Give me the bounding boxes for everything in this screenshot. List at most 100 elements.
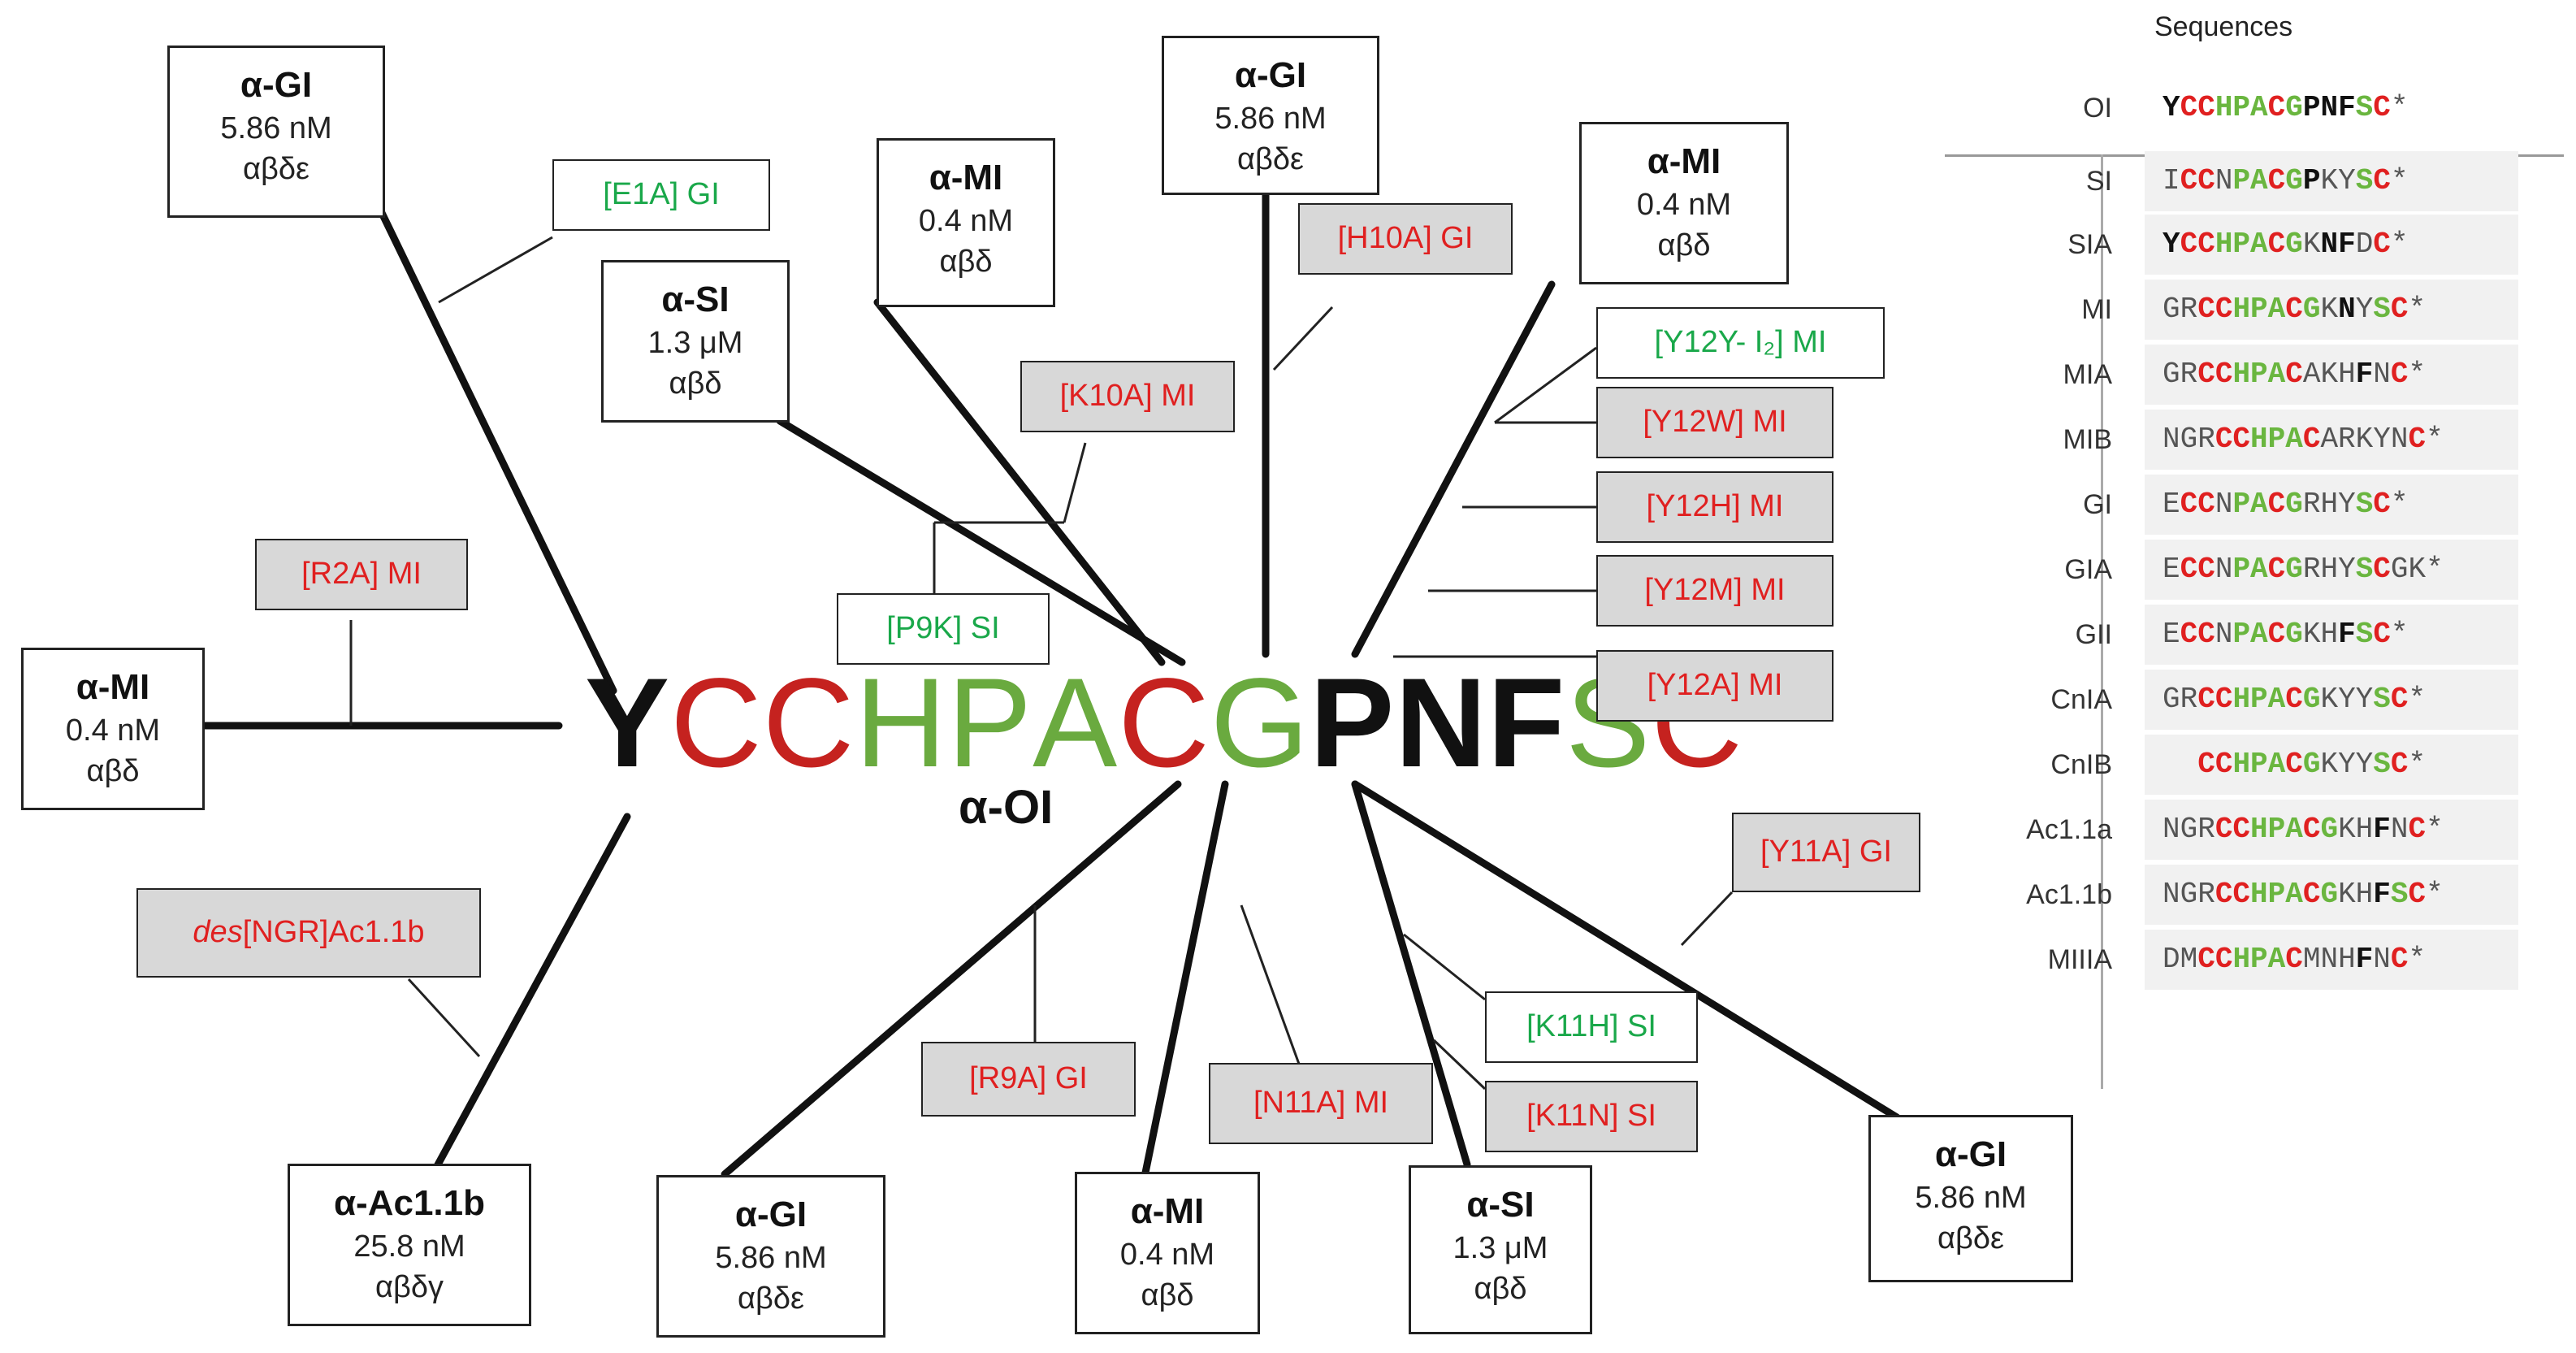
sequence-text: NGRCCHPACGKHFNC* bbox=[2145, 800, 2518, 860]
sequence-row: CnIB CCHPACGKYYSC* bbox=[1933, 735, 2551, 795]
node-name: α-MI bbox=[1647, 141, 1721, 181]
sequence-name: MIA bbox=[2063, 359, 2112, 390]
sequence-segment: N bbox=[2214, 488, 2233, 521]
spoke-ac11b bbox=[433, 813, 631, 1170]
sequence-segment: * bbox=[2426, 813, 2444, 846]
node-subunits: αβδ bbox=[1141, 1278, 1194, 1312]
mutant-k10a-mi: [K10A] MI bbox=[1020, 361, 1235, 432]
sequence-segment: Y bbox=[2163, 228, 2180, 261]
leader-y11a-gi bbox=[1680, 891, 1734, 947]
node-name: α-GI bbox=[734, 1195, 807, 1234]
leader-des-ngr bbox=[407, 978, 481, 1058]
sequence-segment: D bbox=[2355, 228, 2374, 261]
sequence-segment: G bbox=[2285, 164, 2303, 197]
spoke-si-top bbox=[776, 417, 1186, 666]
sequence-segment: E bbox=[2163, 553, 2180, 586]
residue: F bbox=[1487, 653, 1566, 794]
sequence-segment: CC bbox=[2180, 164, 2215, 197]
sequence-segment: C bbox=[2302, 813, 2321, 846]
sequence-segment: CC bbox=[2214, 423, 2251, 456]
leader-k10a-mi bbox=[1063, 442, 1087, 523]
sequence-text: NGRCCHPACARKYNC* bbox=[2145, 410, 2518, 470]
sequence-segment: KYY bbox=[2320, 683, 2374, 716]
sequence-text: YCCHPACGPNFSC* bbox=[2145, 78, 2518, 138]
sequence-name: MIB bbox=[2063, 424, 2112, 455]
sequence-segment: RHY bbox=[2302, 488, 2356, 521]
mutant-k11h-si: [K11H] SI bbox=[1485, 991, 1698, 1063]
sequence-segment: C bbox=[2267, 228, 2286, 261]
residue: C bbox=[762, 653, 855, 794]
sequence-segment: PA bbox=[2232, 488, 2268, 521]
sequence-segment: HPA bbox=[2232, 293, 2286, 326]
node-gi-bottom-right: α-GI 5.86 nM αβδε bbox=[1868, 1115, 2073, 1282]
sequence-segment: G bbox=[2302, 748, 2321, 781]
sequence-segment: GK* bbox=[2390, 553, 2444, 586]
sequence-segment: * bbox=[2408, 748, 2427, 781]
sequence-text: NGRCCHPACGKHFSC* bbox=[2145, 865, 2518, 925]
node-gi-top-left: α-GI 5.86 nM αβδε bbox=[167, 46, 385, 218]
sequence-segment: C bbox=[2267, 553, 2286, 586]
mutant-y12h-mi: [Y12H] MI bbox=[1596, 471, 1834, 543]
sequence-segment: * bbox=[2408, 943, 2427, 976]
sequence-segment: * bbox=[2408, 683, 2427, 716]
sequence-name: CnIB bbox=[2050, 749, 2112, 780]
sequence-segment: * bbox=[2390, 228, 2409, 261]
sequence-segment: * bbox=[2390, 488, 2409, 521]
mutant-y11a-gi: [Y11A] GI bbox=[1732, 813, 1920, 892]
sequence-text: YCCHPACGKNFDC* bbox=[2145, 215, 2518, 275]
sequence-text: CCHPACGKYYSC* bbox=[2145, 735, 2518, 795]
sequence-segment: G bbox=[2285, 553, 2303, 586]
sequence-name: Ac1.1b bbox=[2026, 879, 2112, 910]
mutant-p9k-si: [P9K] SI bbox=[837, 593, 1050, 665]
sequence-text: ECCNPACGKHFSC* bbox=[2145, 605, 2518, 665]
residue: C bbox=[1118, 653, 1210, 794]
sequence-segment: N bbox=[2373, 358, 2391, 391]
sequence-segment: S bbox=[2355, 488, 2374, 521]
node-mi-top-right: α-MI 0.4 nM αβδ bbox=[1579, 122, 1789, 284]
sequence-segment: CC bbox=[2197, 358, 2233, 391]
residue: H bbox=[855, 653, 948, 794]
sequence-segment: C bbox=[2285, 358, 2303, 391]
sequence-segment: HPA bbox=[2250, 878, 2303, 911]
sequence-segment: N bbox=[2214, 164, 2233, 197]
sequence-segment: PA bbox=[2232, 618, 2268, 651]
node-name: α-Ac1.1b bbox=[334, 1183, 485, 1223]
sequence-segment: N bbox=[2338, 293, 2356, 326]
sequence-name: CnIA bbox=[2050, 684, 2112, 715]
sequence-segment: C bbox=[2390, 293, 2409, 326]
node-name: α-GI bbox=[1234, 55, 1307, 95]
sequence-segment: C bbox=[2285, 943, 2303, 976]
sequence-segment: C bbox=[2390, 943, 2409, 976]
sequence-segment: G bbox=[2302, 293, 2321, 326]
sequences-title: Sequences bbox=[2154, 11, 2293, 42]
node-mi-left: α-MI 0.4 nM αβδ bbox=[21, 648, 205, 810]
sequence-segment: C bbox=[2267, 618, 2286, 651]
node-name: α-MI bbox=[1130, 1191, 1205, 1231]
sequence-segment: C bbox=[2267, 488, 2286, 521]
sequence-segment: GR bbox=[2163, 293, 2198, 326]
sequence-segment: C bbox=[2267, 164, 2286, 197]
sequence-segment: F bbox=[2355, 943, 2374, 976]
sequence-segment: CC bbox=[2214, 878, 2251, 911]
sequence-segment: I bbox=[2163, 164, 2180, 197]
mutant-h10a-gi: [H10A] GI bbox=[1298, 203, 1513, 275]
mutant-r2a-mi: [R2A] MI bbox=[255, 539, 468, 610]
sequence-name: SIA bbox=[2067, 229, 2112, 260]
sequence-segment: C bbox=[2302, 423, 2321, 456]
sequence-segment: CC bbox=[2197, 748, 2233, 781]
sequence-segment: HPA bbox=[2232, 358, 2286, 391]
node-affinity: 0.4 nM bbox=[1119, 1238, 1215, 1272]
sequence-segment: C bbox=[2408, 423, 2427, 456]
sequence-name: OI bbox=[2083, 93, 2112, 124]
sequence-segment: NF bbox=[2320, 228, 2356, 261]
sequence-segment: CC bbox=[2180, 618, 2215, 651]
mutant-k11n-si: [K11N] SI bbox=[1485, 1081, 1698, 1152]
sequence-segment: G bbox=[2285, 488, 2303, 521]
sequence-segment: CC bbox=[2180, 91, 2215, 124]
sequence-segment: CC bbox=[2180, 228, 2215, 261]
sequence-segment: N bbox=[2214, 618, 2233, 651]
node-name: α-MI bbox=[76, 667, 150, 707]
